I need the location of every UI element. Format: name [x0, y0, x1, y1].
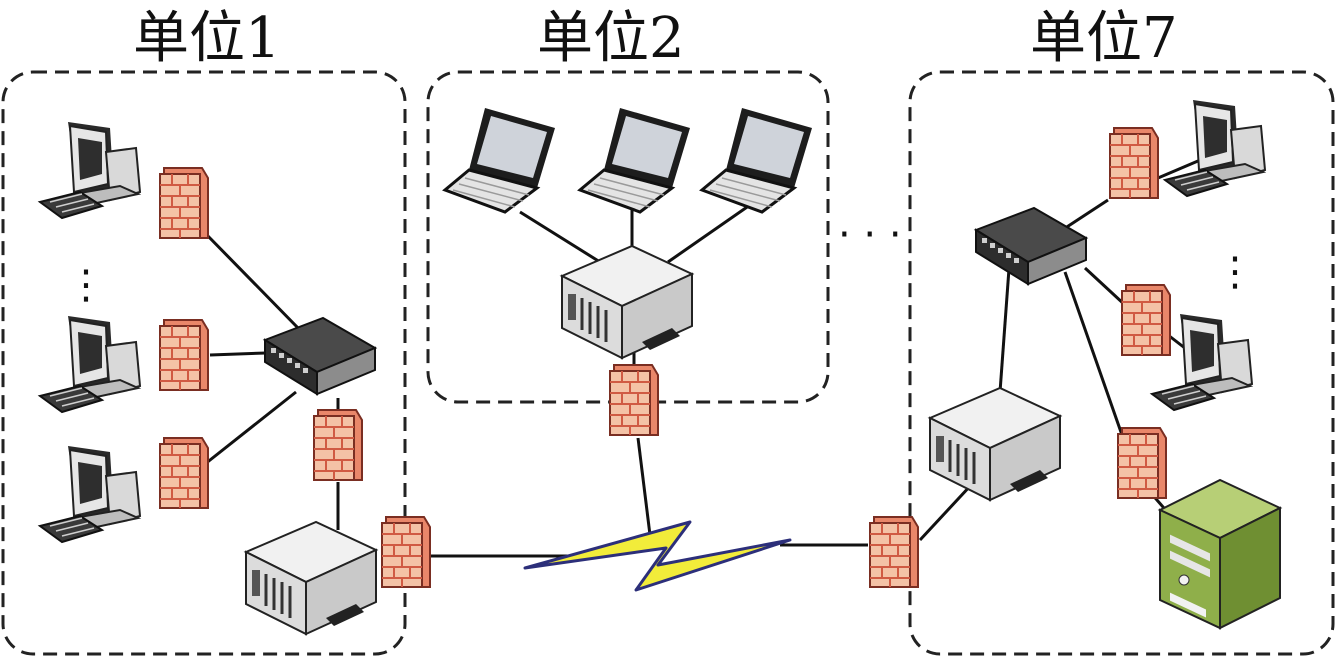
firewall-icon: [159, 319, 209, 391]
firewall-icon: [313, 409, 363, 481]
network-switch-icon: [264, 317, 376, 395]
desktop-computer-icon: [39, 445, 141, 543]
firewall-icon: [1121, 284, 1171, 356]
rack-server-icon: [244, 520, 378, 636]
desktop-computer-icon: [39, 121, 141, 219]
unit7-frame: [908, 70, 1335, 656]
unit2-title: 单位2: [537, 6, 685, 71]
rack-server-icon: [928, 386, 1062, 502]
vertical-ellipsis-unit7: ⋮: [1215, 249, 1255, 295]
network-switch-icon: [975, 207, 1087, 285]
firewall-icon: [1117, 427, 1167, 499]
unit7-title: 单位7: [1030, 6, 1178, 71]
desktop-computer-icon: [1164, 99, 1266, 197]
unit1-frame: [1, 70, 407, 656]
rack-server-icon: [560, 244, 694, 360]
firewall-icon: [1109, 127, 1159, 199]
firewall-icon: [381, 516, 431, 588]
unit1-title: 单位1: [133, 6, 281, 71]
horizontal-ellipsis: · · ·: [838, 212, 902, 258]
tower-server-icon: [1159, 479, 1281, 629]
firewall-icon: [159, 167, 209, 239]
laptop-icon: [700, 106, 814, 214]
firewall-icon: [159, 437, 209, 509]
firewall-icon: [609, 364, 659, 436]
firewall-icon: [869, 516, 919, 588]
vertical-ellipsis-unit1: ⋮: [66, 262, 106, 308]
laptop-icon: [578, 106, 692, 214]
wan-lightning-icon: [523, 520, 792, 592]
desktop-computer-icon: [39, 315, 141, 413]
laptop-icon: [443, 106, 557, 214]
